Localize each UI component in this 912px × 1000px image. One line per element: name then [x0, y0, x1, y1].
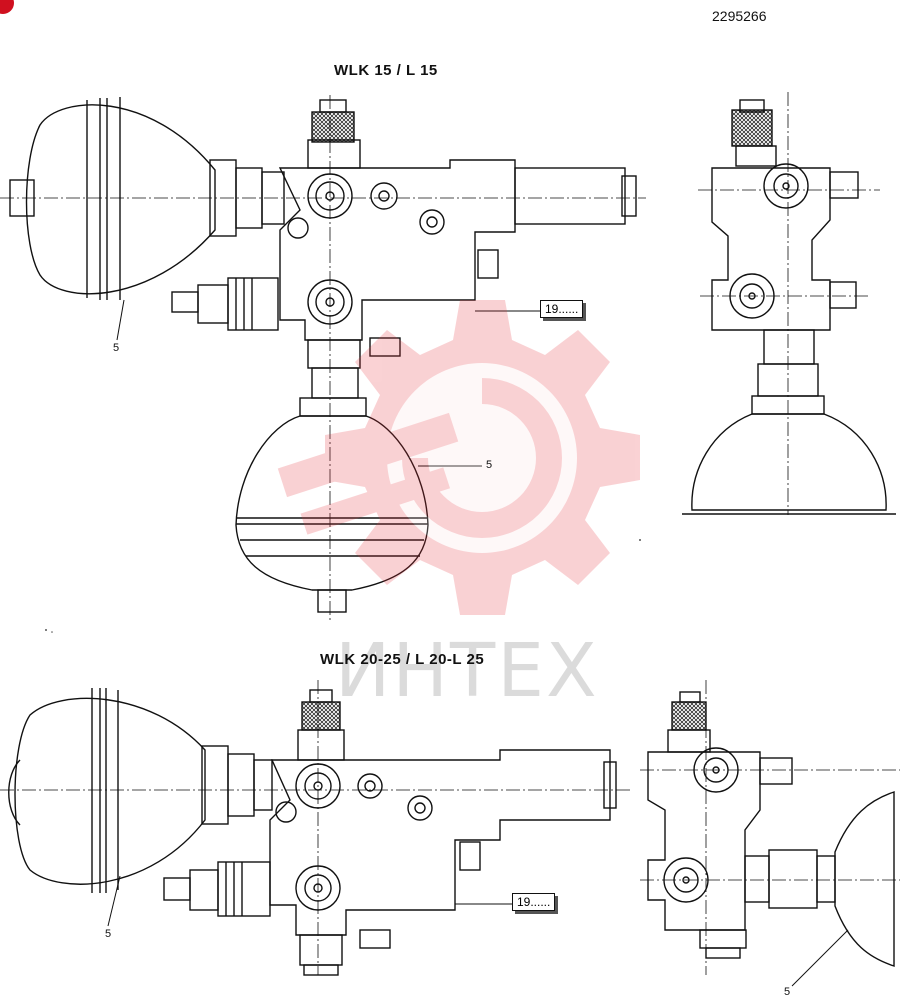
valve-body-top: [171, 99, 637, 417]
centerlines: [0, 92, 900, 975]
reference-box-bottom: 19......: [512, 893, 556, 911]
valve-body-bottom: [163, 689, 617, 976]
callout-accumulator-left-top: 5: [113, 342, 120, 354]
bottom-front-view: [8, 688, 617, 976]
view-title-top: WLK 15 / L 15: [334, 62, 438, 79]
callout-accumulator-side-bottom: 5: [784, 986, 791, 998]
left-accumulator-top: [9, 97, 285, 300]
callout-accumulator-bottom-top: 5: [486, 459, 493, 471]
callout-accumulator-left-bottom: 5: [105, 928, 112, 940]
bottom-accumulator-top: [235, 415, 429, 613]
left-accumulator-bottom: [8, 688, 273, 893]
view-title-bottom: WLK 20-25 / L 20-L 25: [320, 651, 485, 668]
bottom-side-view: [647, 691, 895, 987]
corner-mark: [0, 0, 14, 14]
gear-wrench-logo-icon: [277, 300, 640, 615]
scan-specks: [45, 539, 641, 633]
watermark-text: ИНТЕХ: [335, 628, 599, 714]
reference-box-top: 19......: [540, 300, 584, 318]
top-side-view: [682, 99, 896, 515]
document-number: 2295266: [712, 8, 767, 24]
